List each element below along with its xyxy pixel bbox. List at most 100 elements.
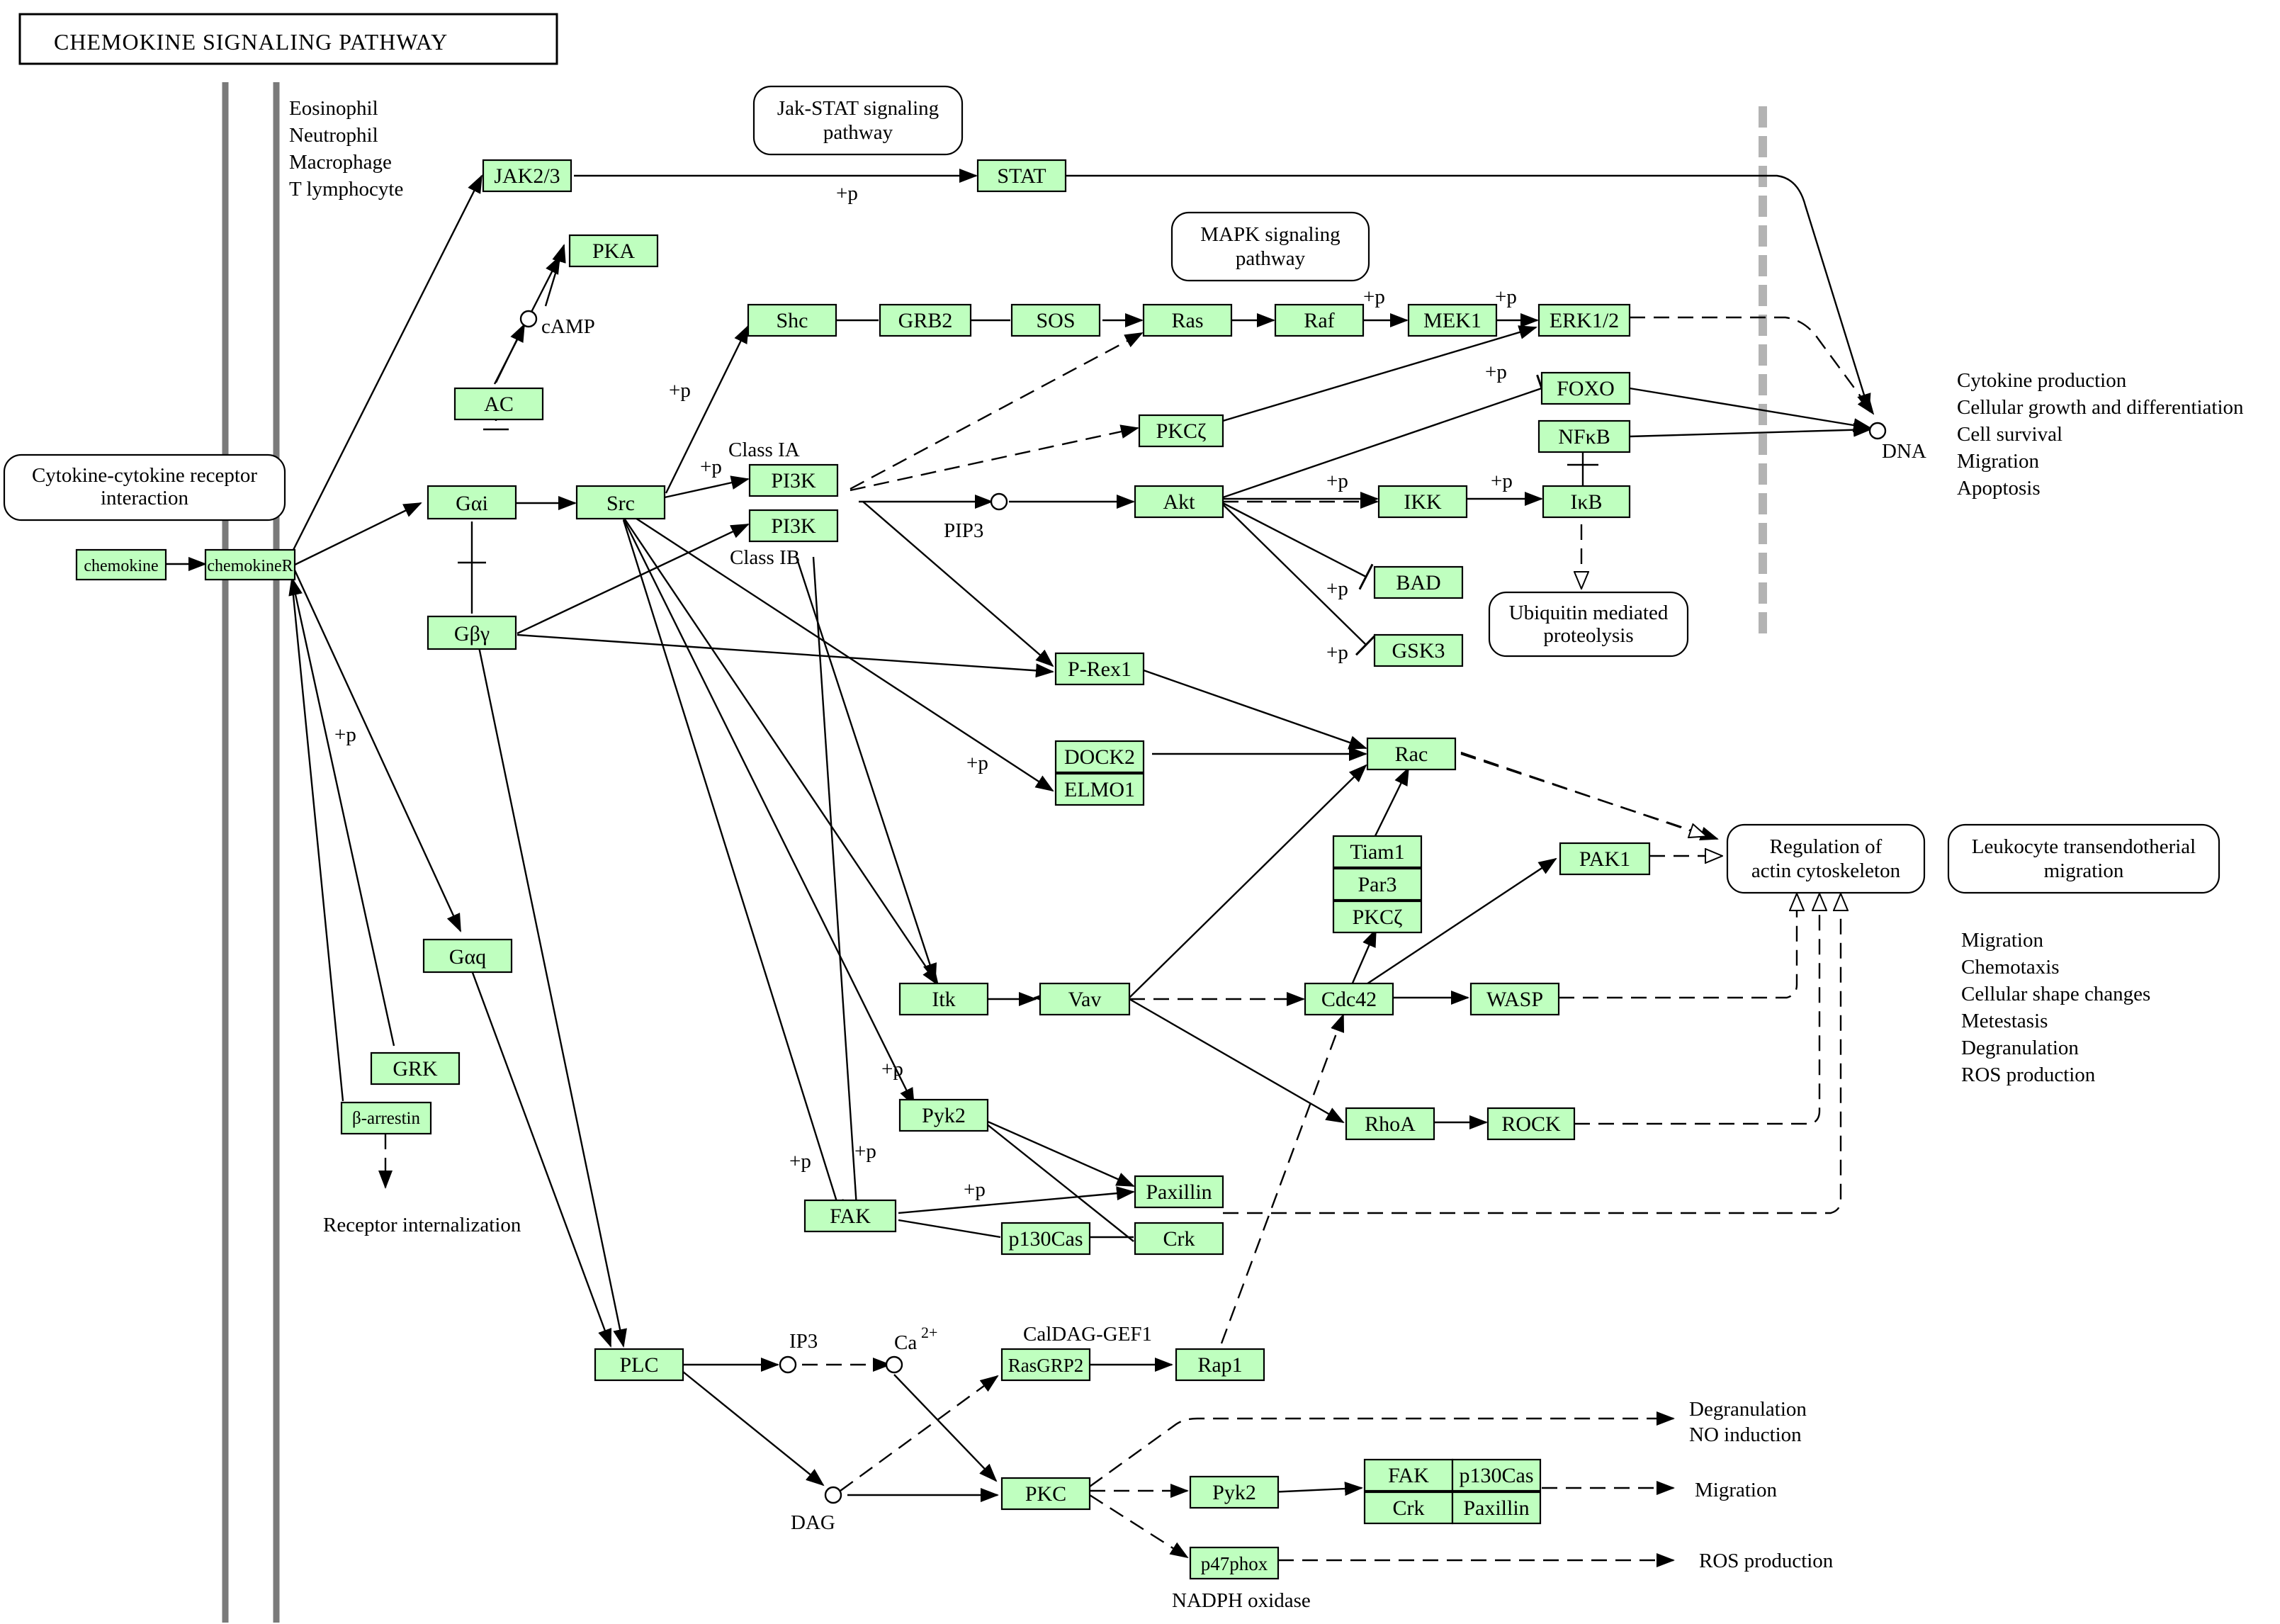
node-pka[interactable]: PKA — [568, 234, 659, 268]
mapk-pathway-box[interactable] — [1170, 211, 1370, 282]
svg-text:p130Cas: p130Cas — [1460, 1464, 1534, 1487]
svg-text:Paxillin: Paxillin — [1146, 1180, 1212, 1204]
svg-text:Vav: Vav — [1068, 988, 1102, 1011]
dna-effect: Migration — [1957, 450, 2039, 473]
node-gaq[interactable]: Gαq — [422, 938, 513, 974]
svg-text:Pyk2: Pyk2 — [922, 1104, 966, 1127]
svg-text:ERK1/2: ERK1/2 — [1550, 309, 1619, 332]
node-crk-upper[interactable]: Crk — [1134, 1222, 1224, 1256]
node-pkcz-lower[interactable]: PKCζ — [1332, 900, 1423, 934]
migration-effect: Migration — [1961, 929, 2043, 952]
node-gby[interactable]: Gβγ — [427, 615, 517, 650]
actin-pathway-box[interactable] — [1726, 823, 1926, 894]
node-p130cas-upper[interactable]: p130Cas — [1000, 1222, 1091, 1256]
phospho-label: +p — [700, 456, 722, 478]
node-rock[interactable]: ROCK — [1486, 1107, 1576, 1141]
dna-compound — [1868, 422, 1887, 440]
node-chemokine[interactable]: chemokine — [75, 548, 167, 581]
node-pi3k-class-ib[interactable]: PI3K — [748, 509, 839, 543]
svg-text:Par3: Par3 — [1358, 873, 1397, 896]
phospho-label: +p — [669, 379, 691, 402]
svg-text:FAK: FAK — [1388, 1464, 1429, 1487]
node-erk[interactable]: ERK1/2 — [1537, 303, 1631, 337]
node-par3[interactable]: Par3 — [1332, 867, 1423, 901]
migration-effect: ROS production — [1961, 1064, 2096, 1086]
cytokine-pathway-box[interactable] — [3, 453, 286, 521]
pip3-compound — [990, 492, 1008, 511]
dag-compound — [824, 1486, 842, 1504]
node-pi3k-class-ia[interactable]: PI3K — [748, 463, 839, 497]
node-pkcz-upper[interactable]: PKCζ — [1138, 414, 1224, 448]
node-bad[interactable]: BAD — [1373, 565, 1464, 599]
node-beta-arrestin[interactable]: β-arrestin — [340, 1101, 432, 1135]
node-ras[interactable]: Ras — [1142, 303, 1233, 337]
node-pak1[interactable]: PAK1 — [1559, 842, 1651, 876]
svg-text:IKK: IKK — [1404, 490, 1442, 514]
leukocyte-pathway-box[interactable] — [1947, 823, 2220, 894]
svg-text:Gαq: Gαq — [449, 945, 486, 969]
node-grb2[interactable]: GRB2 — [879, 303, 972, 337]
node-pkc[interactable]: PKC — [1000, 1477, 1091, 1511]
node-pyk2-upper[interactable]: Pyk2 — [898, 1098, 989, 1132]
node-sos[interactable]: SOS — [1010, 303, 1101, 337]
dag-label: DAG — [791, 1511, 835, 1534]
ubiquitin-pathway-box[interactable] — [1488, 591, 1689, 658]
pathway-label: actin cytoskeleton — [1751, 859, 1901, 882]
migration-effect: Cellular shape changes — [1961, 983, 2150, 1005]
node-grk[interactable]: GRK — [370, 1051, 461, 1086]
node-gsk3[interactable]: GSK3 — [1373, 633, 1464, 667]
svg-text:Rap1: Rap1 — [1197, 1353, 1242, 1377]
node-rac[interactable]: Rac — [1366, 737, 1457, 771]
svg-text:RasGRP2: RasGRP2 — [1008, 1355, 1084, 1376]
node-prex1[interactable]: P-Rex1 — [1054, 652, 1145, 686]
svg-text:Gαi: Gαi — [456, 492, 488, 515]
node-jak[interactable]: JAK2/3 — [482, 159, 572, 193]
svg-text:MEK1: MEK1 — [1423, 309, 1482, 332]
node-p47phox[interactable]: p47phox — [1189, 1546, 1280, 1580]
node-paxillin-upper[interactable]: Paxillin — [1134, 1175, 1224, 1209]
node-wasp[interactable]: WASP — [1469, 982, 1560, 1016]
node-stat[interactable]: STAT — [976, 159, 1067, 193]
node-rhoa[interactable]: RhoA — [1345, 1107, 1435, 1141]
node-ac[interactable]: AC — [453, 387, 544, 421]
node-foxo[interactable]: FOXO — [1540, 371, 1631, 405]
node-ikb[interactable]: IκB — [1542, 485, 1631, 519]
svg-text:PKCζ: PKCζ — [1156, 419, 1207, 443]
node-cdc42[interactable]: Cdc42 — [1304, 982, 1394, 1016]
node-tiam1[interactable]: Tiam1 — [1332, 835, 1423, 869]
node-gai[interactable]: Gαi — [427, 485, 517, 520]
node-ikk[interactable]: IKK — [1377, 485, 1468, 519]
node-raf[interactable]: Raf — [1274, 303, 1365, 337]
svg-text:PAK1: PAK1 — [1579, 847, 1630, 871]
node-shc[interactable]: Shc — [747, 303, 837, 337]
phosphorylation-labels: +p +p +p +p +p +p +p +p +p +p +p +p +p +… — [334, 182, 1517, 1201]
node-elmo1[interactable]: ELMO1 — [1054, 772, 1145, 806]
node-p130cas-lower[interactable]: p130Cas — [1451, 1458, 1542, 1492]
node-fak-upper[interactable]: FAK — [803, 1199, 897, 1233]
node-akt[interactable]: Akt — [1134, 485, 1224, 519]
node-crk-lower[interactable]: Crk — [1363, 1491, 1454, 1525]
node-nfkb[interactable]: NFκB — [1537, 419, 1631, 453]
svg-text:Akt: Akt — [1163, 490, 1196, 514]
node-src[interactable]: Src — [575, 485, 666, 520]
node-rasgrp2[interactable]: RasGRP2 — [1000, 1348, 1091, 1382]
node-fak-lower[interactable]: FAK — [1363, 1458, 1454, 1492]
phospho-label: +p — [1326, 641, 1348, 664]
node-itk[interactable]: Itk — [898, 982, 989, 1016]
pathway-label: Leukocyte transendotherial — [1972, 835, 2196, 858]
node-chemokine-receptor[interactable]: chemokineR — [204, 548, 296, 581]
svg-text:P-Rex1: P-Rex1 — [1068, 658, 1131, 681]
camp-compound — [519, 310, 538, 328]
node-paxillin-lower[interactable]: Paxillin — [1451, 1491, 1542, 1525]
svg-text:FOXO: FOXO — [1557, 377, 1615, 400]
jakstat-pathway-box[interactable] — [752, 85, 964, 156]
node-dock2[interactable]: DOCK2 — [1054, 740, 1145, 774]
phospho-label: +p — [1491, 470, 1513, 492]
node-pyk2-lower[interactable]: Pyk2 — [1189, 1475, 1280, 1509]
node-vav[interactable]: Vav — [1039, 982, 1131, 1016]
node-rap1[interactable]: Rap1 — [1175, 1348, 1265, 1382]
node-plc[interactable]: PLC — [594, 1348, 684, 1382]
pathway-label: proteolysis — [1543, 624, 1633, 647]
node-mek1[interactable]: MEK1 — [1407, 303, 1498, 337]
